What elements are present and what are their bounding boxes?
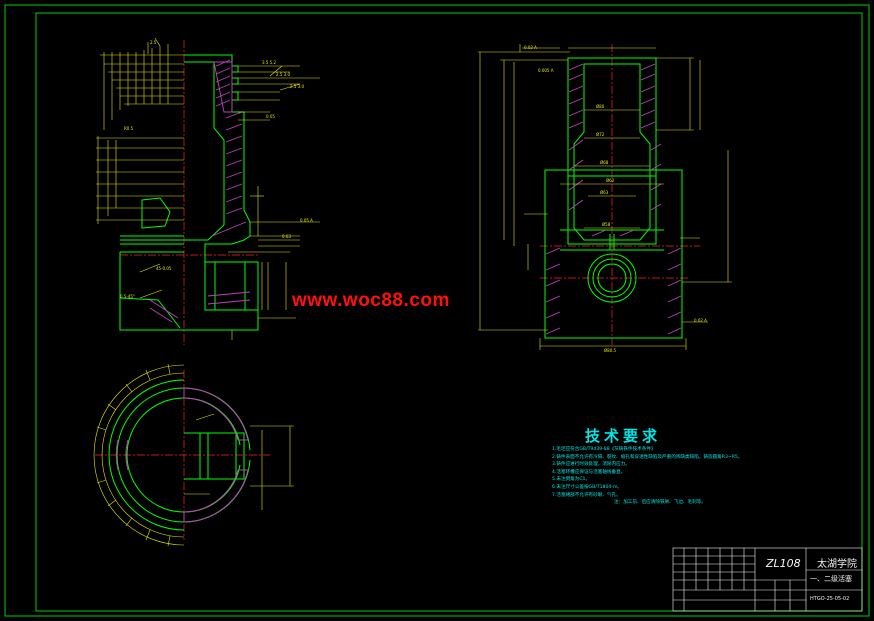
svg-text:2.5 3.0: 2.5 3.0 [276,72,290,77]
svg-text:0.05 A: 0.05 A [300,218,313,223]
requirement-note: 4.活塞环槽应保证与活塞轴线垂直。 [552,469,626,475]
svg-text:3.5 5.2: 3.5 5.2 [262,60,276,65]
requirement-note: 1.毛坯应符合GB/T9439-88《灰铸铁件技术条件》 [552,447,656,452]
requirement-note: 6.未注尺寸公差按GB/T1804-m。 [552,484,623,490]
svg-text:0.05: 0.05 [266,114,275,119]
requirement-note: 注：加工前、后应清除铁屑、飞边、毛刺等。 [614,500,706,506]
title-block-drawing-code: ZL108 [766,557,801,570]
svg-text:0.03: 0.03 [282,234,291,239]
technical-requirements-title: 技术要求 [585,427,662,445]
requirement-note: 7.活塞裙部不允许有砂眼、气孔。 [552,492,621,498]
title-block-school: 太湖学院 [817,559,857,570]
technical-requirements-list: 1.毛坯应符合GB/T9439-88《灰铸铁件技术条件》 2.铸件表面不允许有冷… [552,446,852,507]
svg-text:Ø80.5: Ø80.5 [604,348,617,353]
title-block-part-name: 一、二级活塞 [810,575,852,583]
requirement-note: 5.未注倒角为C1。 [552,477,591,483]
drawing-frame [4,4,870,617]
svg-text:Ø62: Ø62 [606,178,615,183]
requirement-note: 3.铸件应进行时效处理，消除内应力。 [552,462,630,468]
svg-text:0.005 A: 0.005 A [538,68,554,73]
top-section-view [93,363,294,547]
watermark-text: www.woc88.com [292,290,450,311]
title-block-drawing-number: HTGO-25-05-02 [810,596,850,602]
svg-text:0.02 A: 0.02 A [694,318,707,323]
svg-text:Ø63: Ø63 [600,190,609,195]
svg-text:Ø58: Ø58 [602,222,611,227]
svg-text:2.5: 2.5 [150,40,157,45]
svg-text:R0.5: R0.5 [124,126,134,131]
svg-text:45-0.05: 45-0.05 [156,266,172,271]
svg-text:Ø68: Ø68 [600,160,609,165]
svg-text:0.5-45°: 0.5-45° [120,294,135,299]
svg-text:Ø80: Ø80 [596,104,605,109]
svg-text:0.02 A: 0.02 A [524,45,537,50]
svg-text:2.5 3.0: 2.5 3.0 [290,84,304,89]
requirement-note: 2.铸件表面不允许有冷隔、裂纹、缩孔和穿透性缺陷及严重的残缺类缺陷，铸造圆角R3… [552,454,743,460]
title-block [672,547,863,612]
svg-text:Ø72: Ø72 [596,132,605,137]
